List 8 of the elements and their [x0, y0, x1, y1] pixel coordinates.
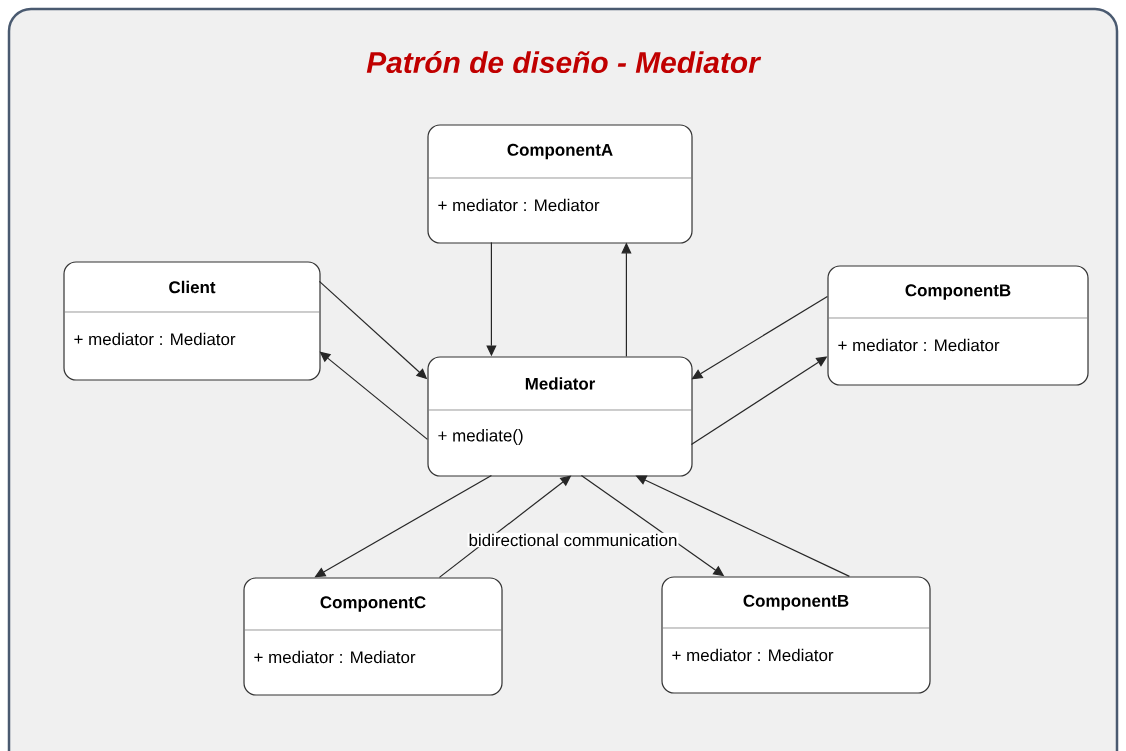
arrow: [319, 351, 428, 440]
title: Patrón de diseño - Mediator: [366, 50, 762, 74]
class-box: Client + mediator : Mediator: [63, 261, 321, 381]
class-box: ComponentB + mediator : Mediator: [661, 576, 931, 694]
class-box: ComponentC + mediator : Mediator: [243, 577, 503, 696]
class-box: Mediator + mediate(): [427, 356, 693, 477]
class-box: ComponentB + mediator : Mediator: [827, 265, 1089, 386]
class-box: ComponentA + mediator : Mediator: [427, 124, 693, 244]
